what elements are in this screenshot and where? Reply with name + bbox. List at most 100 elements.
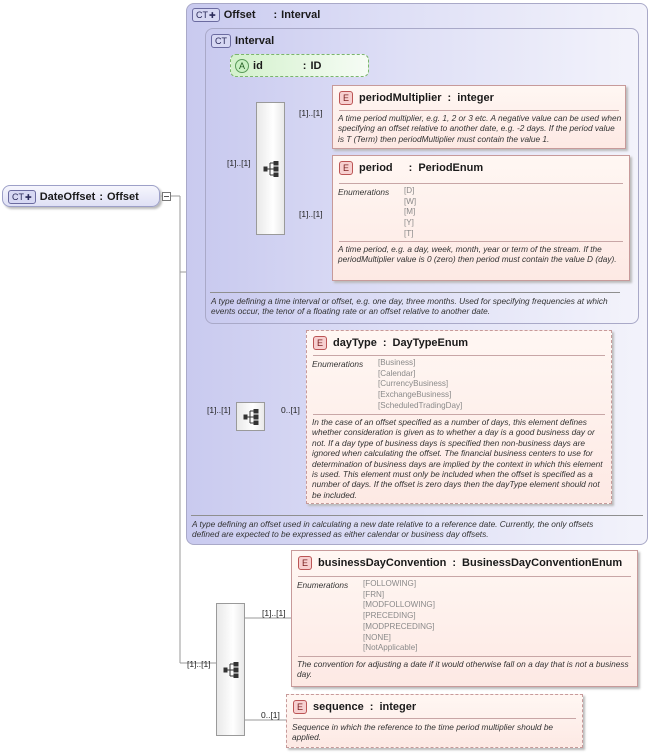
element-name: periodMultiplier [359,92,442,104]
day-type-doc: In the case of an offset specified as a … [312,417,603,500]
interval-group-header: CT Interval [211,34,274,48]
date-offset-root-type[interactable]: CT DateOffset : Offset [2,185,160,207]
interval-sequence-compositor[interactable] [256,102,285,235]
doc-divider [210,292,620,293]
enumeration-value: [ScheduledTradingDay] [378,400,463,410]
day-type-element[interactable]: E dayType : DayTypeEnum Enumerations [Bu… [306,330,612,504]
ct-icon: CT [8,190,36,204]
business-day-convention-doc: The convention for adjusting a date if i… [297,659,629,680]
element-icon: E [339,91,354,105]
enumeration-value: [PRECEDING] [363,611,416,621]
business-day-convention-element[interactable]: E businessDayConvention : BusinessDayCon… [291,550,638,687]
element-name: sequence [313,701,364,713]
enumeration-value: [T] [404,228,414,238]
business-day-convention-title: E businessDayConvention : BusinessDayCon… [298,556,622,570]
type-separator: : [382,337,387,349]
enumeration-list: [D] [W] [M] [Y] [T] [404,186,416,240]
offset-group-type: Interval [281,9,321,21]
period-multiplier-element[interactable]: E periodMultiplier : integer A time peri… [332,85,626,149]
doc-divider [191,515,643,516]
attribute-id[interactable]: A id : ID [230,54,369,77]
offset-group-doc: A type defining an offset used in calcul… [192,519,594,540]
interval-group-doc: A type defining a time interval or offse… [211,296,608,317]
element-type: integer [457,92,494,104]
type-separator: : [273,9,278,21]
element-name: businessDayConvention [318,557,447,569]
enumeration-value: [FRN] [363,589,385,599]
period-doc: A time period, e.g. a day, week, month, … [338,244,617,265]
sequence-element[interactable]: E sequence : integer Sequence in which t… [286,694,583,748]
enumerations-label: Enumerations [312,359,364,369]
day-type-cardinality: 0..[1] [281,405,300,415]
interval-group-name: Interval [235,35,275,47]
enumeration-value: [CurrencyBusiness] [378,379,449,389]
sequence-compositor-icon [243,409,259,425]
enumerations-label: Enumerations [338,187,390,197]
type-separator: : [408,162,413,174]
divider [339,110,619,111]
divider [298,656,631,657]
enumeration-value: [MODPRECEDING] [363,621,435,631]
attribute-icon: A [235,59,250,73]
divider [339,241,623,242]
root-type: Offset [107,191,139,203]
enumeration-value: [Business] [378,358,416,367]
offset-group-name: Offset [223,9,256,21]
day-type-title: E dayType : DayTypeEnum [313,336,468,350]
enumeration-list: [Business] [Calendar] [CurrencyBusiness]… [378,358,462,412]
sequence-compositor-icon [263,161,279,177]
sequence-compositor-icon [223,662,239,678]
period-element[interactable]: E period : PeriodEnum Enumerations [D] [… [332,155,630,281]
divider [313,355,605,356]
daytype-sequence-compositor[interactable] [236,402,265,431]
root-sequence-compositor[interactable] [216,603,245,736]
divider [298,576,631,577]
enumeration-value: [W] [404,196,417,206]
type-separator: : [302,60,307,72]
business-day-convention-cardinality: [1]..[1] [262,608,286,618]
divider [293,718,576,719]
type-separator: : [452,557,457,569]
enumeration-value: [Calendar] [378,368,416,378]
element-type: PeriodEnum [418,162,484,174]
sequence-doc: Sequence in which the reference to the t… [292,722,554,743]
enumerations-label: Enumerations [297,580,349,590]
period-title: E period : PeriodEnum [339,161,483,175]
enumeration-value: [M] [404,207,416,217]
element-icon: E [313,336,328,350]
type-separator: : [447,92,452,104]
sequence-cardinality: 0..[1] [261,710,280,720]
root-sequence-cardinality: [1]..[1] [187,659,211,669]
type-separator: : [369,701,374,713]
enumeration-value: [ExchangeBusiness] [378,390,452,400]
element-type: BusinessDayConventionEnum [462,557,623,569]
sequence-title: E sequence : integer [293,700,416,714]
enumeration-value: [NotApplicable] [363,643,418,653]
element-name: dayType [333,337,377,349]
attribute-name: id [253,60,263,72]
enumeration-value: [MODFOLLOWING] [363,600,435,610]
ct-icon: CT [192,8,220,22]
ct-icon: CT [211,34,231,48]
period-multiplier-title: E periodMultiplier : integer [339,91,494,105]
attribute-id-header: A id : ID [235,59,321,73]
interval-sequence-cardinality: [1]..[1] [227,158,251,168]
root-name: DateOffset [39,191,96,203]
element-icon: E [298,556,313,570]
enumeration-value: [FOLLOWING] [363,579,417,588]
type-separator: : [99,191,103,203]
element-name: period [359,162,393,174]
enumeration-value: [NONE] [363,632,391,642]
period-multiplier-cardinality: [1]..[1] [299,108,323,118]
enumeration-value: [D] [404,186,415,195]
period-cardinality: [1]..[1] [299,209,323,219]
expand-icon[interactable] [162,192,171,201]
daytype-sequence-cardinality: [1]..[1] [207,405,231,415]
element-icon: E [293,700,308,714]
offset-group-header: CT Offset : Interval [192,8,320,22]
element-type: DayTypeEnum [392,337,469,349]
root-header: CT DateOffset : Offset [8,190,139,204]
element-icon: E [339,161,354,175]
attribute-type: ID [310,60,322,72]
period-multiplier-doc: A time period multiplier, e.g. 1, 2 or 3… [338,113,622,144]
